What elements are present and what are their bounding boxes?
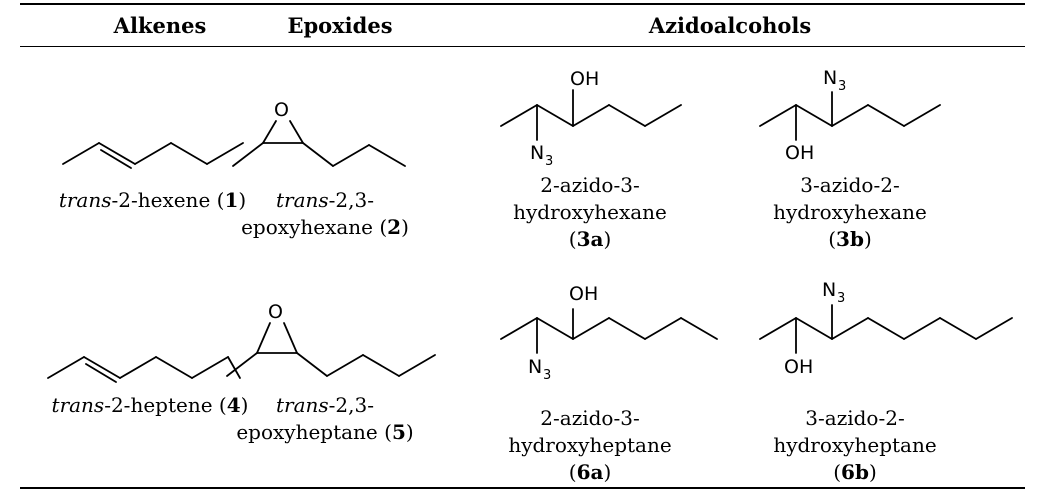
label-2-azido-3-hydroxyhexane: 2-azido-3- hydroxyhexane (3a)	[513, 173, 667, 251]
atom-azide-subscript: 3	[545, 154, 553, 169]
atom-hydroxyl: OH	[785, 142, 814, 164]
atom-azide-subscript: 3	[837, 291, 845, 306]
label-trans-2-3-epoxyheptane: trans-2,3- epoxyheptane (5)	[236, 393, 414, 444]
atom-hydroxyl: OH	[569, 283, 598, 305]
header-azidoalcohols: Azidoalcohols	[648, 13, 812, 38]
atom-azide: N	[823, 67, 837, 89]
atom-oxygen: O	[268, 301, 283, 323]
atom-hydroxyl: OH	[570, 68, 599, 90]
header-alkenes: Alkenes	[113, 13, 207, 38]
atom-azide-subscript: 3	[543, 368, 551, 383]
atom-azide: N	[528, 356, 542, 378]
header-epoxides: Epoxides	[287, 13, 393, 38]
header-rule	[20, 46, 1025, 47]
label-3-azido-2-hydroxyheptane: 3-azido-2- hydroxyheptane (6b)	[773, 406, 937, 484]
atom-azide: N	[822, 279, 836, 301]
atom-hydroxyl: OH	[784, 356, 813, 378]
atom-azide-subscript: 3	[838, 79, 846, 94]
label-trans-2-3-epoxyhexane: trans-2,3- epoxyhexane (2)	[241, 188, 409, 239]
label-2-azido-3-hydroxyheptane: 2-azido-3- hydroxyheptane (6a)	[508, 406, 672, 484]
label-trans-2-hexene: trans-2-hexene (1)	[58, 188, 247, 212]
atom-oxygen: O	[274, 99, 289, 121]
top-rule	[20, 3, 1025, 5]
label-trans-2-heptene: trans-2-heptene (4)	[51, 393, 249, 417]
atom-azide: N	[530, 142, 544, 164]
label-3-azido-2-hydroxyhexane: 3-azido-2- hydroxyhexane (3b)	[773, 173, 927, 251]
bottom-rule	[20, 487, 1025, 489]
